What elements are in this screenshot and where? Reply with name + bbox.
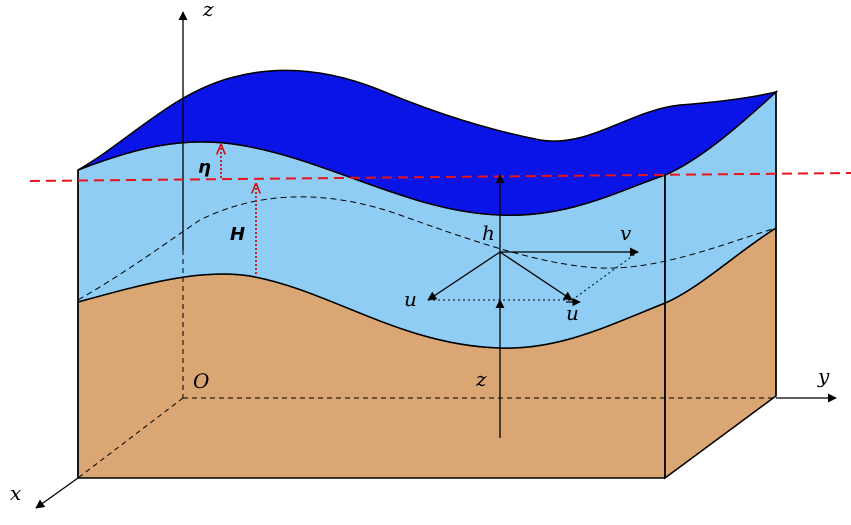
v-projection-dotted: [571, 251, 639, 301]
u-total-vector: [499, 251, 573, 301]
eta-label: η: [198, 157, 211, 178]
x-axis-label: x: [10, 481, 21, 505]
back-edge-x: [77, 397, 184, 479]
water-free-surface: [77, 69, 779, 216]
origin-label: O: [193, 369, 209, 393]
reference-level-line: [29, 172, 851, 182]
depth-z-label: z: [475, 367, 487, 391]
u-vector-label: u: [566, 301, 579, 325]
x-axis: [35, 477, 79, 509]
back-bottom-profile: [77, 196, 777, 301]
u-label: u: [404, 287, 417, 311]
h-label: h: [482, 221, 495, 245]
H-label: H: [230, 224, 245, 245]
z-axis-label: z: [202, 0, 214, 21]
v-label: v: [620, 221, 632, 245]
y-axis-label: y: [817, 364, 830, 388]
u-vector: [427, 251, 501, 301]
